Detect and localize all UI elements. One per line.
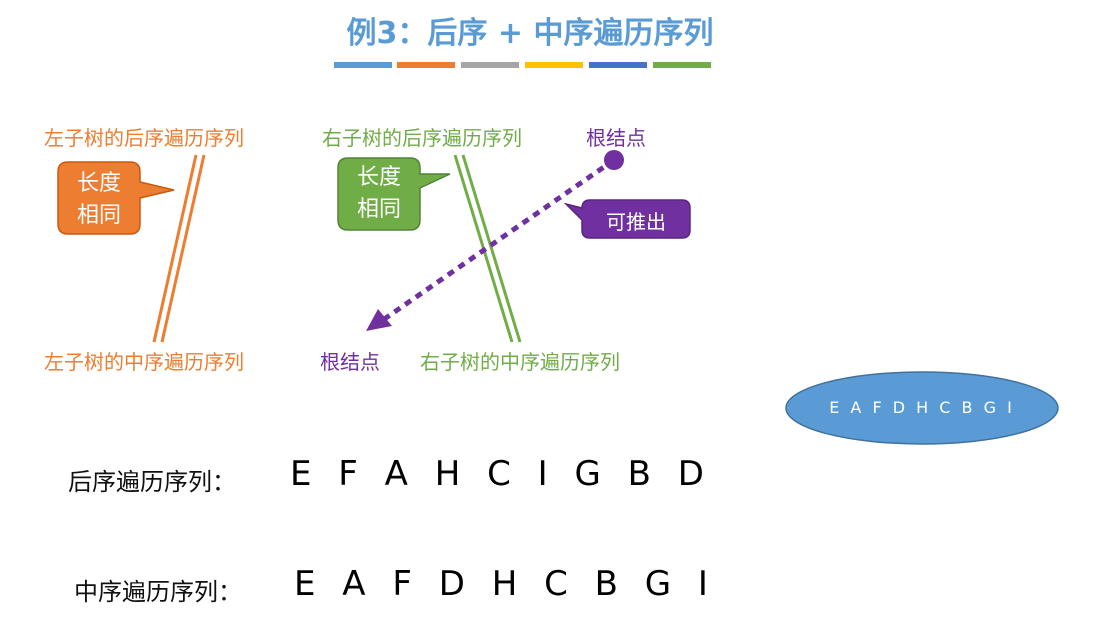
left-subtree-inorder-label: 左子树的中序遍历序列 — [44, 350, 244, 374]
divider-bar-orange — [397, 62, 455, 68]
left-callout-line-2: 相同 — [76, 203, 121, 228]
arrow-head — [366, 309, 392, 331]
left-callout-shape — [57, 161, 175, 235]
divider-bar-yellow — [525, 62, 583, 68]
right-callout-line-2: 相同 — [356, 197, 401, 222]
result-ellipse — [785, 371, 1059, 445]
root-node-postorder-label: 根结点 — [586, 126, 646, 150]
page-title: 例3：后序 + 中序遍历序列 — [346, 16, 714, 51]
left-callout-text: 长度 相同 — [58, 168, 140, 232]
divider-bar-green — [653, 62, 711, 68]
divider-bar-darkblue — [589, 62, 647, 68]
result-ellipse-text: E A F D H C B G I — [829, 398, 1015, 417]
derive-callout-text: 可推出 — [606, 210, 666, 234]
right-subtree-inorder-label: 右子树的中序遍历序列 — [420, 350, 620, 374]
green-link-line-2 — [461, 154, 522, 343]
derive-callout-shape — [563, 199, 691, 239]
orange-link-line-1 — [152, 154, 198, 343]
inorder-label: 中序遍历序列： — [74, 578, 242, 606]
inorder-value: E A F D H C B G I — [294, 564, 716, 604]
left-callout-line-1: 长度 — [76, 171, 121, 196]
left-subtree-postorder-label: 左子树的后序遍历序列 — [44, 126, 244, 150]
root-node-inorder-label: 根结点 — [320, 350, 380, 374]
divider-bar-blue — [334, 62, 392, 68]
right-callout-text: 长度 相同 — [338, 162, 420, 226]
postorder-value: E F A H C I G B D — [290, 454, 712, 494]
right-callout-line-1: 长度 — [356, 165, 401, 190]
right-subtree-postorder-label: 右子树的后序遍历序列 — [322, 126, 522, 150]
root-dotted-arrow — [378, 157, 616, 325]
root-dot — [604, 150, 624, 170]
divider-bar-gray — [461, 62, 519, 68]
orange-link-line-2 — [160, 154, 206, 343]
postorder-label: 后序遍历序列： — [68, 468, 236, 496]
right-callout-shape — [337, 157, 451, 231]
